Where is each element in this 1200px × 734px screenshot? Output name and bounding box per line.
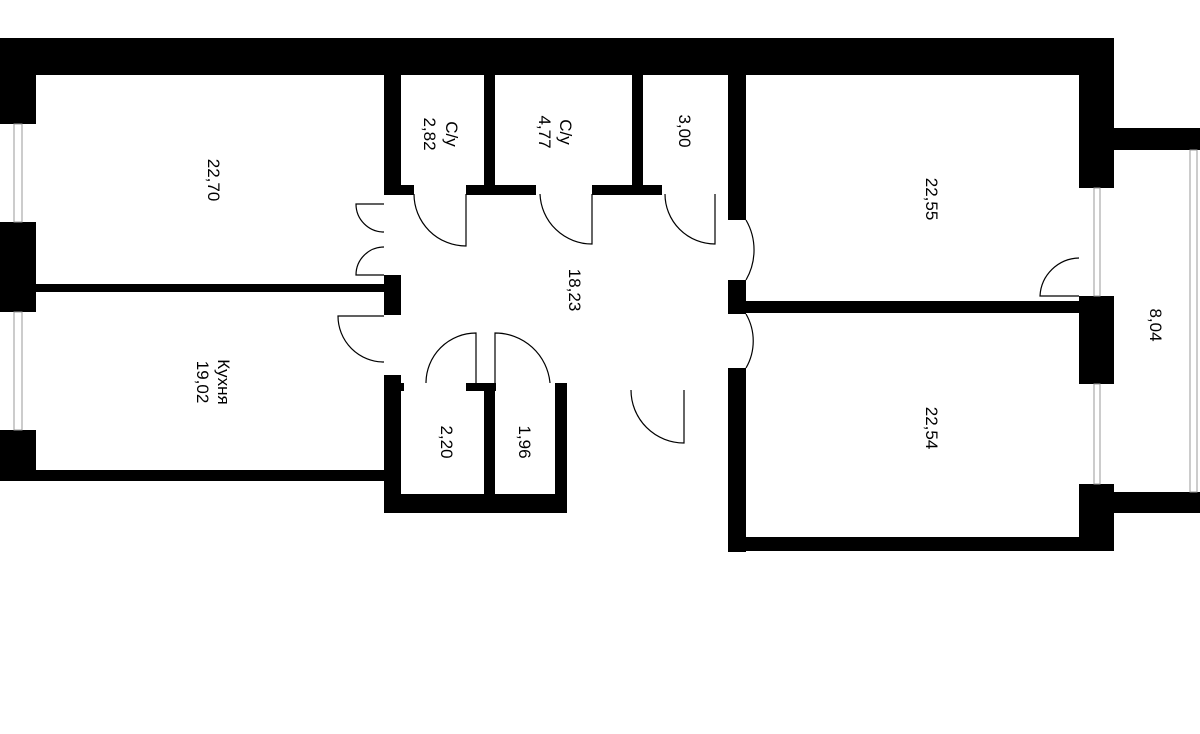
walls (0, 38, 1200, 552)
room-area-22-55: 22,55 (922, 178, 941, 221)
kitchen-area: 19,02 (193, 361, 212, 404)
door-right-room-top (745, 219, 755, 281)
door-hall-bottom (630, 389, 685, 444)
door-storage-top (664, 193, 716, 245)
door-storage-b1 (425, 332, 477, 384)
storage-top-area: 3,00 (675, 114, 694, 147)
hall-area: 18,23 (565, 269, 584, 312)
balcony-door-top (1093, 187, 1101, 297)
door-balcony (1039, 257, 1080, 297)
door-left-room-top (355, 203, 385, 233)
room-labels: 22,70 Кухня 19,02 С/у 2,82 С/у 4,77 3,00… (193, 114, 1165, 458)
room-area-22-54: 22,54 (922, 407, 941, 450)
kitchen-name: Кухня (214, 359, 233, 405)
storage-b2-area: 1,96 (515, 425, 534, 458)
storage-b1-area: 2,20 (437, 425, 456, 458)
balcony-window (1189, 149, 1198, 493)
door-left-room-top-2 (355, 246, 385, 276)
balcony-area: 8,04 (1146, 308, 1165, 341)
room-area-22-70: 22,70 (204, 159, 223, 202)
door-storage-b2 (494, 332, 551, 384)
door-right-room-bottom (745, 313, 754, 369)
door-kitchen (337, 315, 385, 363)
windows (13, 123, 1198, 493)
bath1-area: 2,82 (420, 117, 439, 150)
door-bath2 (539, 193, 593, 245)
window-left-top (13, 123, 23, 223)
bath2-area: 4,77 (535, 115, 554, 148)
window-left-bottom (13, 311, 23, 431)
doors (337, 193, 1080, 444)
balcony-door-bottom (1093, 383, 1101, 485)
bath1-name: С/у (442, 121, 461, 147)
door-bath1 (413, 193, 467, 247)
bath2-name: С/у (556, 119, 575, 145)
